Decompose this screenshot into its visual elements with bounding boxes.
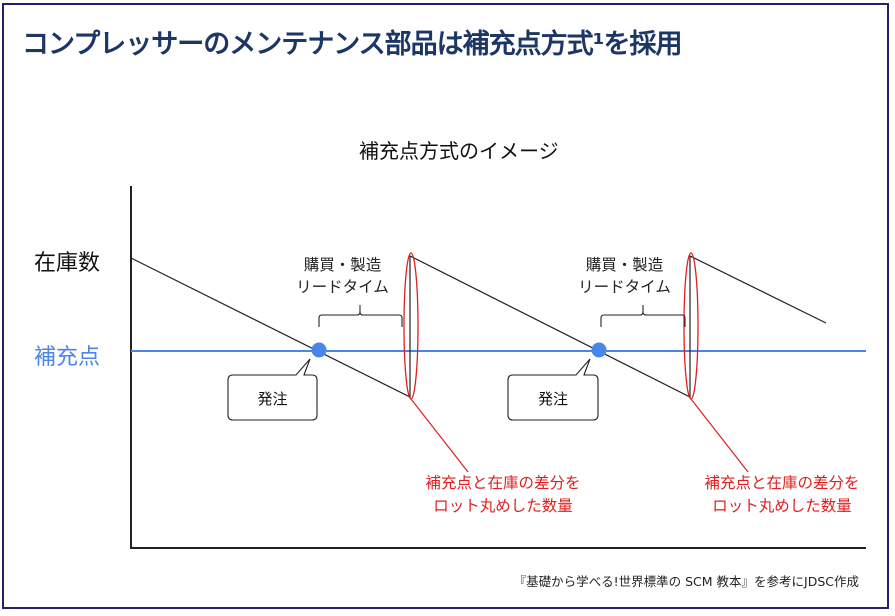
order-point-dot-2 [591, 342, 607, 358]
leader-line-1 [410, 398, 469, 473]
lead-time-label-1: 購買・製造 リードタイム [285, 254, 400, 298]
lead-time-brace-1 [318, 305, 403, 327]
source-footnote: 『基礎から学べる!世界標準の SCM 教本』を参考にJDSC作成 [513, 574, 859, 589]
order-point-dot-1 [311, 342, 327, 358]
order-callout-2 [507, 358, 599, 421]
difference-line2: ロット丸めした数量 [712, 497, 852, 515]
difference-line2: ロット丸めした数量 [433, 497, 573, 515]
order-callout-1 [227, 358, 318, 421]
lead-time-brace-2 [600, 305, 686, 327]
difference-line1: 補充点と在庫の差分を [425, 474, 581, 492]
difference-ellipse-1 [403, 252, 419, 400]
lead-time-line2: リードタイム [578, 278, 671, 296]
slide-frame [2, 3, 889, 609]
y-label-inventory: 在庫数 [34, 251, 101, 276]
difference-label-2: 補充点と在庫の差分を ロット丸めした数量 [682, 472, 882, 518]
difference-line1: 補充点と在庫の差分を [704, 474, 860, 492]
y-label-reorder-point: 補充点 [34, 345, 101, 370]
inventory-sawtooth [130, 255, 827, 398]
difference-ellipse-2 [683, 252, 699, 400]
leader-line-2 [690, 398, 749, 473]
order-callout-text-2: 発注 [537, 390, 568, 408]
lead-time-label-2: 購買・製造 リードタイム [567, 254, 682, 298]
diagram-heading: 補充点方式のイメージ [359, 139, 559, 163]
slide-title: コンプレッサーのメンテナンス部品は補充点方式¹を採用 [22, 29, 682, 60]
lead-time-line2: リードタイム [296, 278, 389, 296]
lead-time-line1: 購買・製造 [585, 256, 664, 274]
lead-time-line1: 購買・製造 [303, 256, 382, 274]
order-callout-text-1: 発注 [257, 390, 288, 408]
difference-label-1: 補充点と在庫の差分を ロット丸めした数量 [403, 472, 603, 518]
